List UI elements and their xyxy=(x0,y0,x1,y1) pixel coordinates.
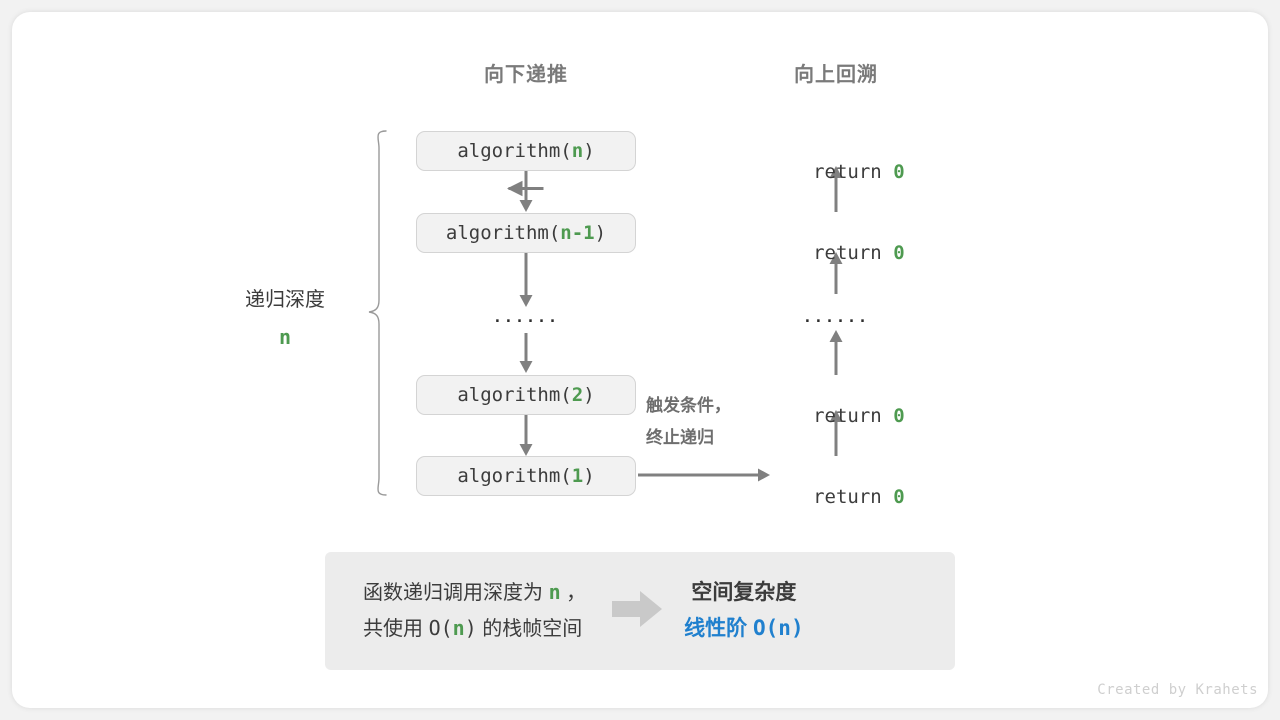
call-box-prefix: algorithm( xyxy=(445,222,561,244)
summary-conclusion-value: 线性阶 O(n) xyxy=(684,611,803,647)
call-box-arg: n-1 xyxy=(560,222,595,244)
summary-line2-o: O( xyxy=(428,616,453,640)
base-case-note: 触发条件， 终止递归 xyxy=(646,390,776,455)
column-heading-recurse-down: 向下递推 xyxy=(484,64,568,86)
summary-line-2: 共使用 O(n) 的栈帧空间 xyxy=(363,611,586,647)
complexity-class-label: 线性阶 xyxy=(684,617,754,640)
call-box-1[interactable]: algorithm(1) xyxy=(416,456,636,496)
call-box-suffix: ) xyxy=(594,222,607,244)
summary-line2-n: n xyxy=(452,616,465,640)
summary-conclusion-title: 空间复杂度 xyxy=(691,581,797,605)
recursion-depth-text: 递归深度 xyxy=(245,289,325,311)
call-box-n[interactable]: algorithm(n) xyxy=(416,131,636,171)
return-keyword: return xyxy=(813,161,894,183)
call-box-suffix: ) xyxy=(583,465,595,487)
call-box-suffix: ) xyxy=(583,384,595,406)
recursion-depth-value: n xyxy=(278,325,292,349)
call-box-prefix: algorithm( xyxy=(457,384,572,406)
return-keyword: return xyxy=(813,486,894,508)
call-box-2[interactable]: algorithm(2) xyxy=(416,375,636,415)
summary-conclusion: 空间复杂度 线性阶 O(n) xyxy=(684,575,803,646)
return-value: 0 xyxy=(893,242,905,264)
block-arrow-right-icon xyxy=(612,590,663,633)
return-statement-1: return 0 xyxy=(726,139,946,205)
call-box-prefix: algorithm( xyxy=(457,140,572,162)
call-box-prefix: algorithm( xyxy=(457,465,572,487)
summary-line2-text-b: 的栈帧空间 xyxy=(476,618,583,640)
return-statement-4: return 0 xyxy=(726,464,946,530)
return-value: 0 xyxy=(893,161,905,183)
call-box-arg: n xyxy=(571,140,584,162)
call-box-n-minus-1[interactable]: algorithm(n-1) xyxy=(416,213,636,253)
recursion-depth-label: 递归深度 n xyxy=(210,282,360,356)
call-box-suffix: ) xyxy=(583,140,595,162)
return-value: 0 xyxy=(893,486,905,508)
call-box-arg: 1 xyxy=(571,465,584,487)
return-value: 0 xyxy=(893,405,905,427)
summary-description: 函数递归调用深度为 n ， 共使用 O(n) 的栈帧空间 xyxy=(325,575,586,647)
base-case-note-line2: 终止递归 xyxy=(646,428,714,448)
return-statement-3: return 0 xyxy=(726,383,946,449)
summary-line2-close: ) xyxy=(464,616,477,640)
summary-line1-text-a: 函数递归调用深度为 xyxy=(363,582,549,604)
ellipsis-left: ······ xyxy=(492,312,560,330)
column-heading-backtrack-up: 向上回溯 xyxy=(794,64,878,86)
ellipsis-right: ······ xyxy=(802,312,870,330)
return-keyword: return xyxy=(813,405,894,427)
credit-text: Created by Krahets xyxy=(1097,682,1258,698)
summary-line2-text-a: 共使用 xyxy=(363,618,429,640)
complexity-notation: O(n) xyxy=(753,616,804,640)
call-box-arg: 2 xyxy=(571,384,584,406)
summary-line1-text-b: ， xyxy=(560,582,587,604)
return-keyword: return xyxy=(813,242,894,264)
summary-line-1: 函数递归调用深度为 n ， xyxy=(363,575,586,611)
return-statement-2: return 0 xyxy=(726,220,946,286)
base-case-note-line1: 触发条件， xyxy=(646,396,731,415)
summary-panel: 函数递归调用深度为 n ， 共使用 O(n) 的栈帧空间 空间复杂度 线性阶 O… xyxy=(325,552,955,670)
summary-line1-n: n xyxy=(548,580,561,604)
